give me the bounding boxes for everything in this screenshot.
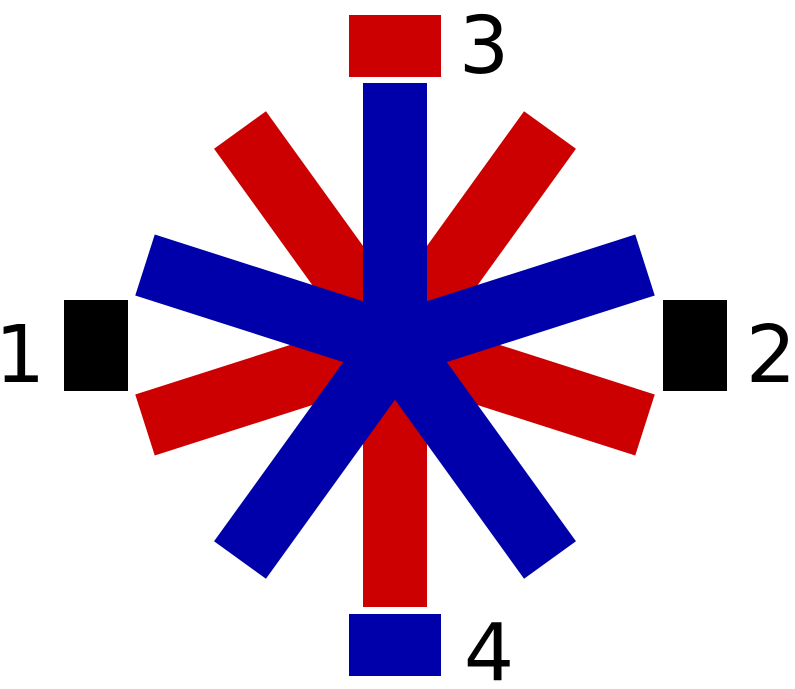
terminal-2-label: 2 [746,309,795,401]
blue-spoke-left [135,234,405,376]
terminal-3-block [349,15,441,77]
blue-spoke-down-right [369,326,576,579]
terminal-3-label: 3 [459,0,509,92]
terminal-1-block [64,300,128,391]
terminal-2-block [663,300,727,391]
terminal-1-label: 1 [0,309,45,401]
blue-spokes [135,83,655,579]
terminal-4-label: 4 [464,607,514,689]
blue-spoke-down-left [214,326,421,579]
blue-spoke-right [385,234,655,376]
terminal-4-block [349,614,441,676]
